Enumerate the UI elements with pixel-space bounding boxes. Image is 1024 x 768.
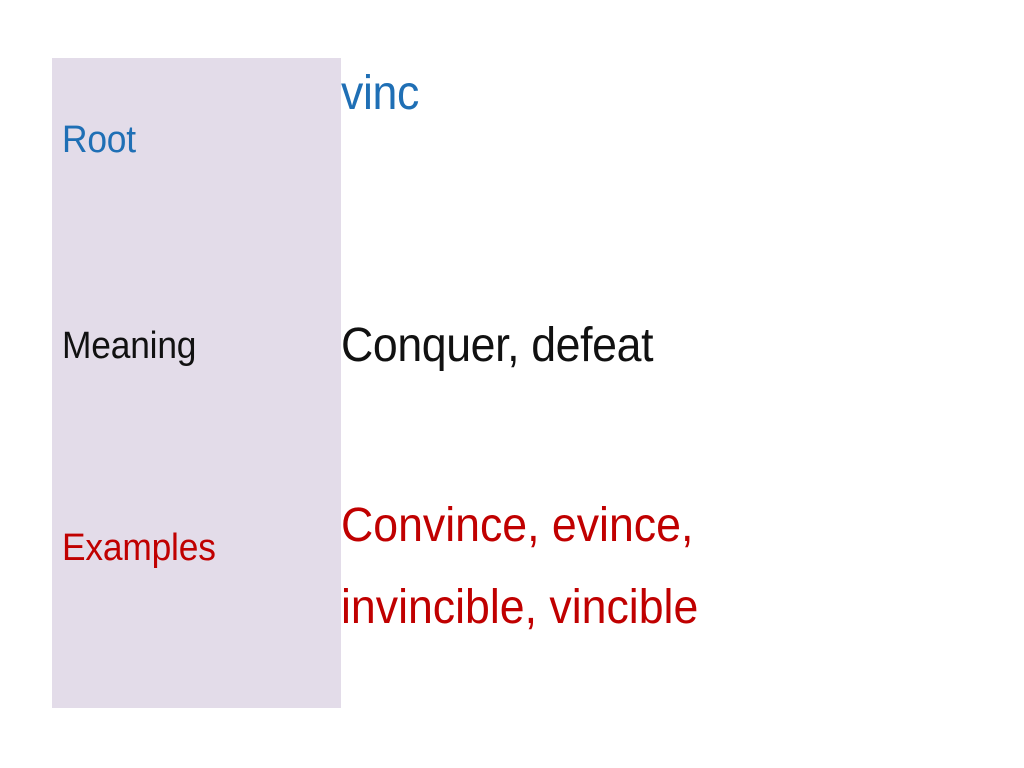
row-label-meaning: Meaning [62, 325, 197, 367]
row-label-examples: Examples [62, 527, 216, 569]
example-line-1: Convince, evince, [341, 499, 694, 552]
row-value-root: vinc [341, 67, 419, 120]
row-value-meaning: Conquer, defeat [341, 319, 654, 372]
row-label-root: Root [62, 119, 136, 161]
example-line-2: invincible, vincible [341, 581, 699, 634]
row-value-examples: Convince, evince, invincible, vincible [341, 485, 725, 649]
label-column-panel [52, 58, 341, 708]
